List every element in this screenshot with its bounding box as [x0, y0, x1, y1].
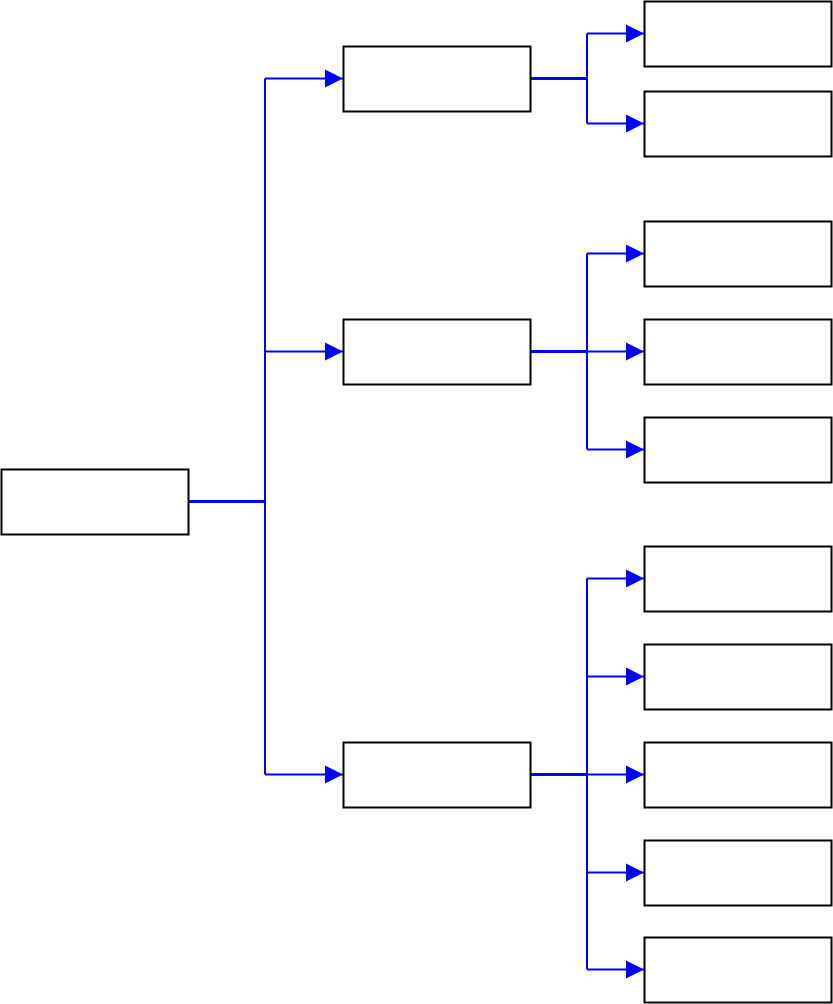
branch-node-2-box	[342, 318, 532, 386]
branch-node-1-box	[342, 45, 532, 113]
leaf-node-2-3-box	[643, 416, 833, 484]
branch-node-3-box	[342, 741, 532, 809]
leaf-node-1-1	[643, 0, 833, 68]
leaf-node-2-1-box	[643, 220, 833, 288]
branch-node-2	[342, 318, 532, 386]
leaf-node-1-1-box	[643, 0, 833, 68]
leaf-node-3-3-box	[643, 741, 833, 809]
leaf-node-3-3	[643, 741, 833, 809]
leaf-node-3-4-box	[643, 839, 833, 907]
leaf-node-1-2-box	[643, 90, 833, 158]
leaf-node-2-3	[643, 416, 833, 484]
leaf-node-3-1	[643, 545, 833, 613]
leaf-node-2-1	[643, 220, 833, 288]
branch-node-3	[342, 741, 532, 809]
leaf-node-3-5	[643, 936, 833, 1004]
leaf-node-1-2	[643, 90, 833, 158]
leaf-node-3-5-box	[643, 936, 833, 1004]
leaf-node-2-2-box	[643, 318, 833, 386]
root-node	[0, 468, 190, 536]
leaf-node-3-2	[643, 643, 833, 711]
leaf-node-3-4	[643, 839, 833, 907]
root-node-box	[0, 468, 190, 536]
leaf-node-3-1-box	[643, 545, 833, 613]
leaf-node-3-2-box	[643, 643, 833, 711]
branch-node-1	[342, 45, 532, 113]
leaf-node-2-2	[643, 318, 833, 386]
